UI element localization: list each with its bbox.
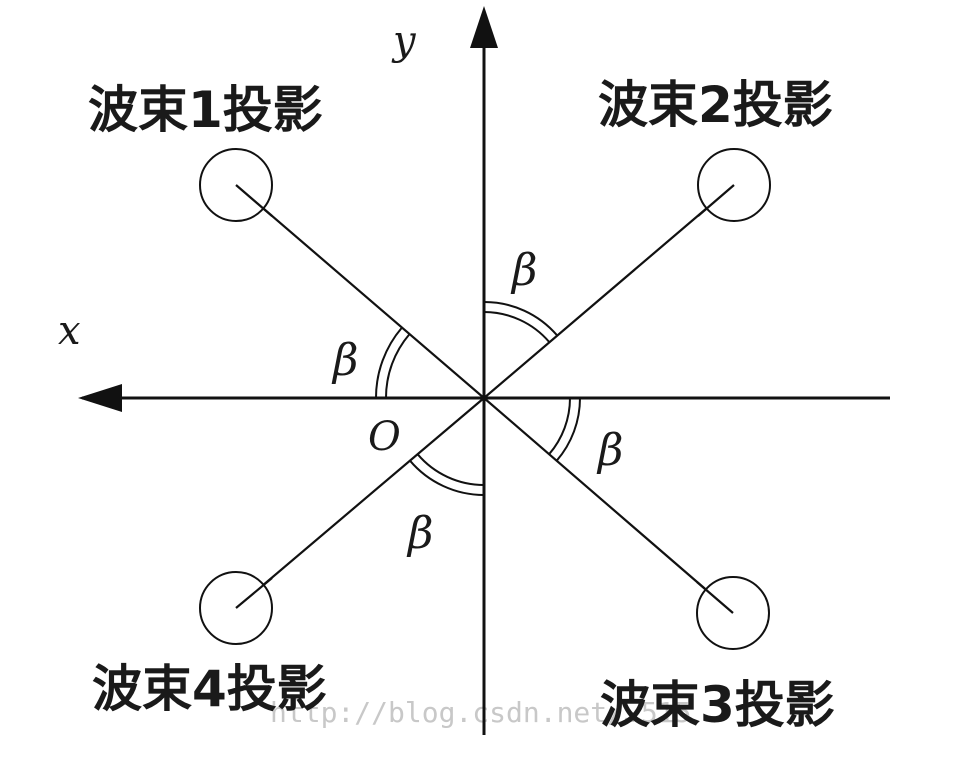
beam-4-label: 波束4投影 — [92, 660, 327, 718]
beam-3-line — [483, 397, 734, 614]
beam-3-line-tail — [696, 581, 734, 614]
y-axis-arrow-icon — [470, 6, 498, 48]
x-axis-arrow-icon — [78, 384, 122, 412]
beam-4-line-tail — [235, 577, 273, 609]
origin-label: O — [368, 414, 401, 460]
beam-1-line — [235, 184, 485, 399]
angle-label-beam-3: β — [596, 425, 623, 476]
angle-label-beam-4: β — [406, 508, 433, 559]
beam-2-label: 波束2投影 — [598, 76, 833, 134]
angle-arc-beam-2 — [483, 300, 558, 343]
angle-label-beam-1: β — [331, 335, 358, 386]
y-axis-label: y — [391, 18, 417, 64]
beam-1-label: 波束1投影 — [88, 81, 323, 139]
beam-3-label: 波束3投影 — [600, 676, 835, 734]
beam-2-line-tail — [697, 184, 735, 217]
angle-arc-beam-3 — [548, 397, 581, 462]
x-axis-label: x — [58, 308, 81, 354]
angle-arc-beam-1 — [374, 326, 411, 399]
beam-2-line — [483, 184, 735, 399]
beam-1-line-tail — [235, 184, 273, 217]
beam-4-line — [235, 397, 485, 609]
angle-arc-beam-4 — [409, 453, 485, 496]
watermark: http://blog.csdn.net/…515 — [270, 696, 691, 729]
angle-label-beam-2: β — [510, 245, 537, 296]
